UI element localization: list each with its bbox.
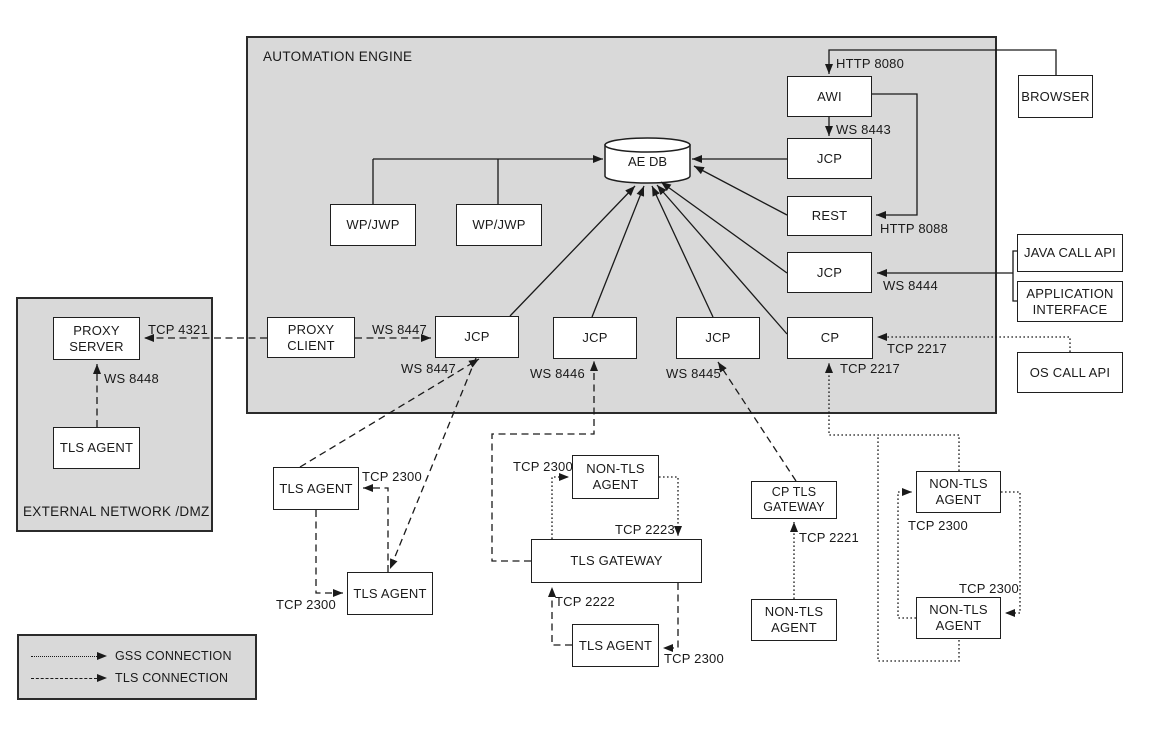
- edge-awi-to-rest: [872, 93, 918, 219]
- edge-jcp2-to-aedb: [591, 185, 645, 318]
- tls-line-sample: [31, 677, 97, 679]
- automation-engine-title: AUTOMATION ENGINE: [263, 49, 413, 64]
- non-tls-agent-r1-box: NON-TLS AGENT: [916, 471, 1001, 513]
- label-ws-8445: WS 8445: [666, 366, 721, 381]
- application-interface-box: APPLICATION INTERFACE: [1017, 281, 1123, 322]
- edge-jcp1-to-tlsagentlower: [389, 357, 477, 570]
- label-tcp-2300-gw: TCP 2300: [664, 651, 724, 666]
- tls-agent-dmz-box: TLS AGENT: [53, 427, 140, 469]
- label-http-8088: HTTP 8088: [880, 221, 949, 236]
- proxy-client-box: PROXY CLIENT: [267, 317, 355, 358]
- non-tls-agent-cp-box: NON-TLS AGENT: [751, 599, 837, 641]
- edge-jcp3-to-aedb: [651, 185, 714, 318]
- edge-tlsagentlower-to-upper: [363, 484, 389, 572]
- edge-tlsgw-to-nontlsmid: [551, 473, 569, 539]
- legend-gss-row: GSS CONNECTION: [31, 649, 255, 663]
- wp-jwp-2-box: WP/JWP: [456, 204, 542, 246]
- edge-tlsagentupper-to-lower: [315, 510, 343, 597]
- gss-arrow-icon: [97, 652, 107, 660]
- edge-oscallapi-to-cp: [877, 333, 1071, 352]
- label-ws-8443: WS 8443: [836, 122, 891, 137]
- wp-jwp-1-box: WP/JWP: [330, 204, 416, 246]
- edge-nontls-r2-branch: [877, 436, 960, 662]
- label-tcp-2217-cp: TCP 2217: [840, 361, 900, 376]
- cp-box: CP: [787, 317, 873, 359]
- label-ws-8446: WS 8446: [530, 366, 585, 381]
- tls-agent-upper-box: TLS AGENT: [273, 467, 359, 510]
- os-call-api-box: OS CALL API: [1017, 352, 1123, 393]
- label-tcp-2223: TCP 2223: [615, 522, 675, 537]
- cp-tls-gateway-box: CP TLS GATEWAY: [751, 481, 837, 519]
- label-tcp-2222: TCP 2222: [555, 594, 615, 609]
- non-tls-agent-mid-box: NON-TLS AGENT: [572, 455, 659, 499]
- label-tcp-2300-mid: TCP 2300: [513, 459, 573, 474]
- label-ws-8444: WS 8444: [883, 278, 938, 293]
- rest-box: REST: [787, 196, 872, 236]
- jcp-top-box: JCP: [787, 138, 872, 179]
- label-ws-8447-proxy: WS 8447: [372, 322, 427, 337]
- label-tcp-2221: TCP 2221: [799, 530, 859, 545]
- tls-arrow-icon: [97, 674, 107, 682]
- ae-db-label: AE DB: [627, 153, 667, 169]
- proxy-server-box: PROXY SERVER: [53, 317, 140, 360]
- tls-gateway-box: TLS GATEWAY: [531, 539, 702, 583]
- label-tcp-2300-lower: TCP 2300: [276, 597, 336, 612]
- edge-tlsagentupper-to-jcp1: [299, 358, 480, 468]
- jcp-right-box: JCP: [787, 252, 872, 293]
- edge-tlsagentgw-to-tlsgw: [548, 587, 572, 646]
- label-tcp-4321: TCP 4321: [148, 322, 208, 337]
- edge-cptlsgw-to-jcp3: [717, 361, 797, 482]
- java-call-api-box: JAVA CALL API: [1017, 234, 1123, 272]
- legend-tls-label: TLS CONNECTION: [115, 671, 229, 685]
- ae-db-cylinder: [604, 137, 691, 184]
- edge-nontls-r1-to-cp: [825, 363, 960, 471]
- edge-nontls-r1-to-r2: [1001, 491, 1021, 617]
- edge-tlsgw-to-tlsagentgw: [663, 583, 679, 652]
- non-tls-agent-r2-box: NON-TLS AGENT: [916, 597, 1001, 639]
- tls-agent-gw-box: TLS AGENT: [572, 624, 659, 667]
- edge-tlsgw-to-jcp2: [491, 361, 598, 562]
- legend-tls-row: TLS CONNECTION: [31, 671, 255, 685]
- edge-browser-to-awi: [825, 49, 1057, 75]
- label-tcp-2300-r1: TCP 2300: [908, 518, 968, 533]
- edge-cp-to-aedb: [656, 184, 788, 335]
- awi-box: AWI: [787, 76, 872, 117]
- label-tcp-2300-r2: TCP 2300: [959, 581, 1019, 596]
- label-tcp-2217-os: TCP 2217: [887, 341, 947, 356]
- legend-box: GSS CONNECTION TLS CONNECTION: [17, 634, 257, 700]
- edge-nontls-r2-to-r1: [897, 488, 916, 619]
- label-ws-8448: WS 8448: [104, 371, 159, 386]
- edge-jcp1-to-aedb: [509, 185, 636, 317]
- label-http-8080: HTTP 8080: [836, 56, 905, 71]
- edge-javaapi-bracket: [1012, 250, 1017, 302]
- browser-box: BROWSER: [1018, 75, 1093, 118]
- gss-line-sample: [31, 655, 97, 657]
- edge-jcpright-to-aedb: [660, 181, 788, 274]
- jcp2-box: JCP: [553, 317, 637, 359]
- edge-rest-to-aedb: [693, 165, 788, 216]
- legend-gss-label: GSS CONNECTION: [115, 649, 232, 663]
- jcp1-box: JCP: [435, 316, 519, 358]
- jcp3-box: JCP: [676, 317, 760, 359]
- label-tcp-2300-upper: TCP 2300: [362, 469, 422, 484]
- external-network-title: EXTERNAL NETWORK /DMZ: [23, 504, 210, 519]
- tls-agent-lower-box: TLS AGENT: [347, 572, 433, 615]
- label-ws-8447-agent: WS 8447: [401, 361, 456, 376]
